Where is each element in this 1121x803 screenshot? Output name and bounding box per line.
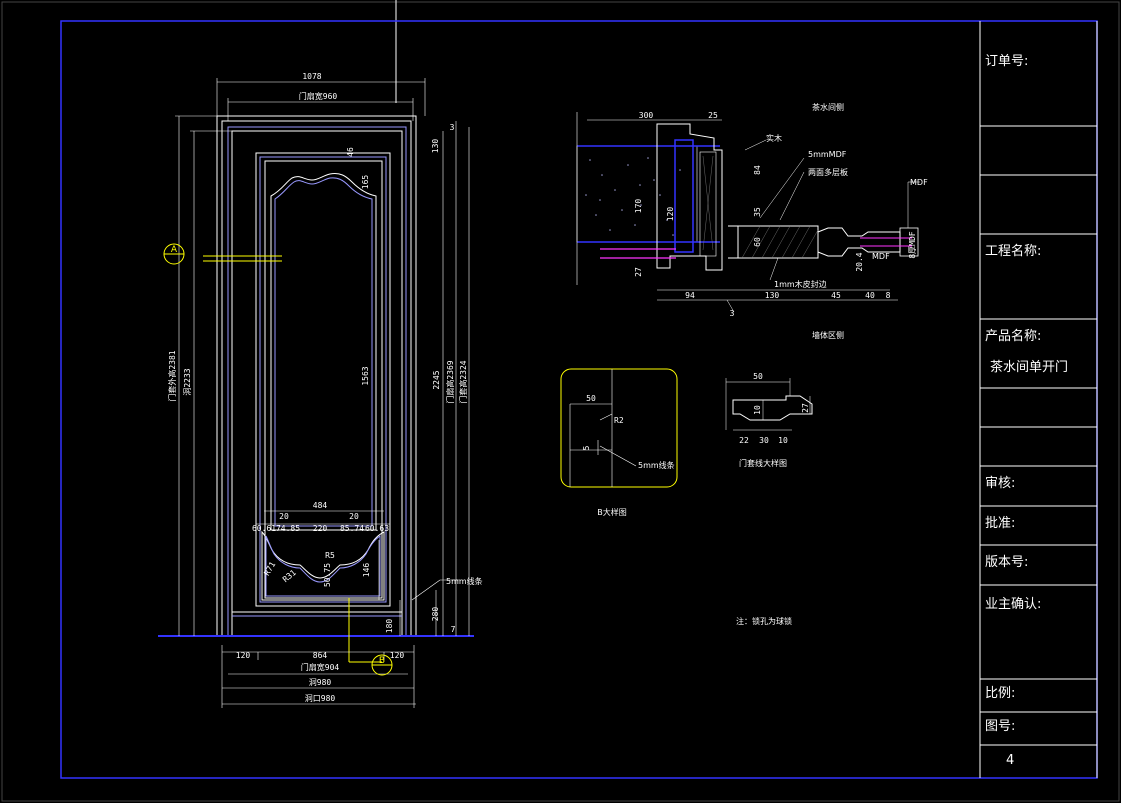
detail-b-dim-5: 5 [582, 445, 591, 450]
dim-bottom-overall: 洞口980 [305, 693, 336, 703]
dim-bottom-row-2: 220 [313, 524, 328, 533]
dim-bottom-curve-c: R5 [325, 551, 335, 560]
section-a-title-bottom: 墙体区侧 [812, 330, 844, 340]
dim-bottom-row-0: 60.61 [252, 524, 276, 533]
detail-trim-dim-30: 30 [759, 436, 769, 445]
drawing-note: 注：锁孔为球锁 [736, 616, 792, 626]
project-name-label: 工程名称: [985, 244, 1042, 259]
dim-bottom-opening: 洞980 [309, 677, 332, 687]
label-trim-strip: 5mm线条 [446, 576, 483, 586]
dim-bottom-rise: 146 [362, 563, 371, 578]
section-a-dim-mdf-small: MDF [872, 252, 890, 261]
section-a-dim-20-4: 20.4 [855, 252, 864, 271]
section-a-dim-170: 170 [634, 199, 643, 214]
section-a-dim-120: 120 [666, 207, 675, 222]
detail-trim-dim-27: 27 [801, 403, 810, 413]
dim-bottom-20-left: 20 [279, 512, 289, 521]
detail-trim-dim-50: 50 [753, 372, 763, 381]
section-a-dim-27: 27 [634, 267, 643, 277]
approve-label: 批准: [985, 516, 1016, 531]
review-label: 审核: [985, 476, 1016, 491]
drawing-no-value: 4 [1006, 753, 1015, 768]
detail-b-label-strip: 5mm线条 [638, 460, 675, 470]
dim-bottom-row-1: 74.85 [276, 524, 300, 533]
section-a-dim-25: 25 [708, 111, 718, 120]
section-a-dim-84: 84 [753, 165, 762, 175]
dim-bottom-rail: 280 [431, 607, 440, 622]
dim-top-overall: 1078 [302, 72, 321, 81]
section-a-drawing [576, 112, 920, 313]
section-a-dim-40: 40 [865, 291, 875, 300]
dim-bottom-row-4: 60.63 [365, 524, 389, 533]
dim-bottom-7: 7 [451, 625, 456, 634]
section-a-label-mdf: MDF [910, 178, 928, 187]
dim-bottom-curve-d: 50.75 [323, 563, 332, 587]
dim-top-door-leaf: 门扇宽960 [299, 91, 338, 101]
detail-trim-dim-22: 22 [739, 436, 749, 445]
detail-trim-drawing [725, 378, 813, 431]
dim-right-c: 门套高2324 [458, 360, 468, 403]
scale-label: 比例: [985, 686, 1016, 701]
dim-bottom-panel-width: 484 [313, 501, 328, 510]
section-a-dim-130: 130 [765, 291, 780, 300]
dim-bottom-864: 864 [313, 651, 328, 660]
dim-left-inner: 洞2233 [182, 368, 192, 395]
dim-panel-arch: 165 [361, 175, 370, 190]
section-a-label-mdf-5mm: 5mmMDF [808, 150, 847, 159]
section-a-dim-8: 8 [886, 291, 891, 300]
order-no-label: 订单号: [985, 54, 1029, 69]
section-a-dim-300: 300 [639, 111, 654, 120]
detail-b-drawing [560, 368, 678, 488]
version-label: 版本号: [985, 555, 1029, 570]
drawing-border [60, 20, 1098, 779]
dim-bottom-120-right: 120 [390, 651, 405, 660]
door-elevation [158, 115, 474, 663]
section-a-label-plywood: 两面多层板 [808, 167, 848, 177]
dim-bottom-20-right: 20 [349, 512, 359, 521]
section-a-dim-35: 35 [753, 207, 762, 217]
product-name-label: 产品名称: [985, 329, 1042, 344]
dim-bottom-180: 180 [385, 619, 394, 634]
detail-b-dim-50: 50 [586, 394, 596, 403]
detail-trim-title: 门套线大样图 [739, 458, 787, 468]
dim-right-top-small: 3 [450, 123, 455, 132]
elevation-dimensions [175, 78, 470, 708]
dim-bottom-curve-b: R31 [281, 568, 298, 584]
detail-trim-dim-bottom-10: 10 [778, 436, 788, 445]
dim-bottom-row-3: 85.74 [340, 524, 364, 533]
dim-left-outer: 门套外高2381 [167, 350, 177, 401]
detail-b-dim-r2: R2 [614, 416, 624, 425]
title-block [979, 21, 1098, 778]
section-a-dim-60: 60 [753, 237, 762, 247]
marker-a-label: A [171, 245, 178, 255]
detail-b-title: B大样图 [597, 507, 627, 517]
dim-right-b: 门扇高2369 [445, 360, 455, 403]
dim-right-a: 2245 [432, 370, 441, 389]
dim-right-rail-top: 130 [431, 139, 440, 154]
dim-panel-height: 1563 [361, 366, 370, 385]
section-a-label-solid-wood: 实木 [766, 133, 782, 143]
dim-bottom-leaf: 门扇宽904 [301, 662, 340, 672]
section-a-dim-right-vert: 8厚MDF [908, 231, 917, 258]
section-a-dim-94: 94 [685, 291, 695, 300]
section-a-label-veneer: 1mm木皮封边 [774, 279, 827, 289]
product-name-value: 茶水间单开门 [990, 360, 1069, 375]
owner-confirm-label: 业主确认: [985, 597, 1042, 612]
marker-b-label: B [379, 656, 385, 666]
drawing-no-label: 图号: [985, 719, 1016, 734]
dim-bottom-120-left: 120 [236, 651, 251, 660]
section-a-title-top: 茶水间侧 [812, 102, 844, 112]
detail-trim-dim-10: 10 [753, 405, 762, 415]
dim-panel-top-gap: 46 [346, 147, 355, 157]
section-a-dim-45: 45 [831, 291, 841, 300]
section-a-dim-3: 3 [730, 309, 735, 318]
